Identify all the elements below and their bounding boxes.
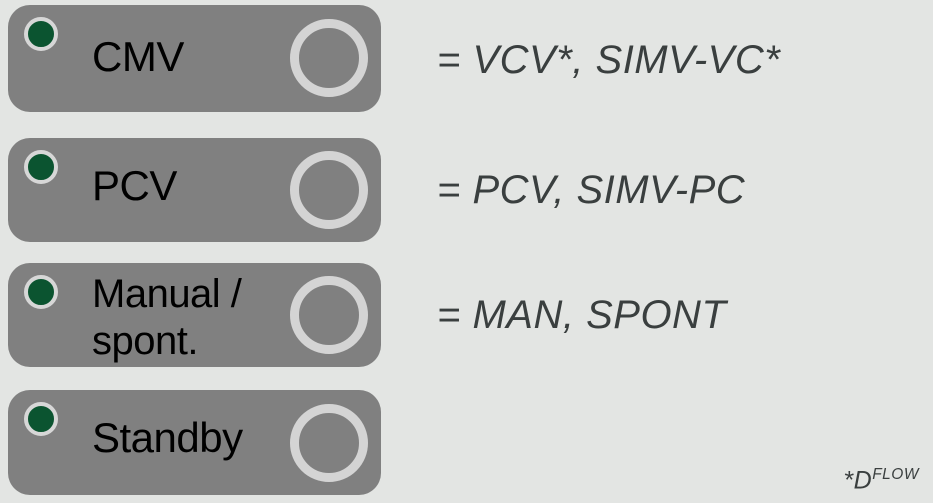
footnote-base: D [853,466,873,494]
mode-equivalence-manual-spont: = MAN, SPONT [437,293,727,337]
mode-panel-pcv[interactable]: PCV [8,138,381,242]
indicator-led-icon [24,17,58,51]
indicator-led-icon [24,275,58,309]
mode-label-standby: Standby [92,414,243,461]
mode-equivalence-pcv: = PCV, SIMV-PC [437,168,746,212]
mode-panel-standby[interactable]: Standby [8,390,381,495]
mode-select-ring-button-manual-spont[interactable] [290,276,368,354]
mode-select-ring-button-cmv[interactable] [290,19,368,97]
mode-equivalence-cmv: = VCV*, SIMV-VC* [437,38,781,82]
mode-label-manual-spont: Manual / spont. [92,272,242,363]
footnote-superscript: FLOW [872,465,919,483]
mode-panel-manual-spont[interactable]: Manual / spont. [8,263,381,367]
indicator-led-icon [24,150,58,184]
mode-select-ring-button-standby[interactable] [290,404,368,482]
mode-label-pcv: PCV [92,162,177,209]
mode-panel-cmv[interactable]: CMV [8,5,381,112]
footnote-dflow: *DFLOW [843,466,919,495]
mode-select-ring-button-pcv[interactable] [290,151,368,229]
indicator-led-icon [24,402,58,436]
footnote-marker: * [843,466,854,494]
mode-label-cmv: CMV [92,33,184,80]
